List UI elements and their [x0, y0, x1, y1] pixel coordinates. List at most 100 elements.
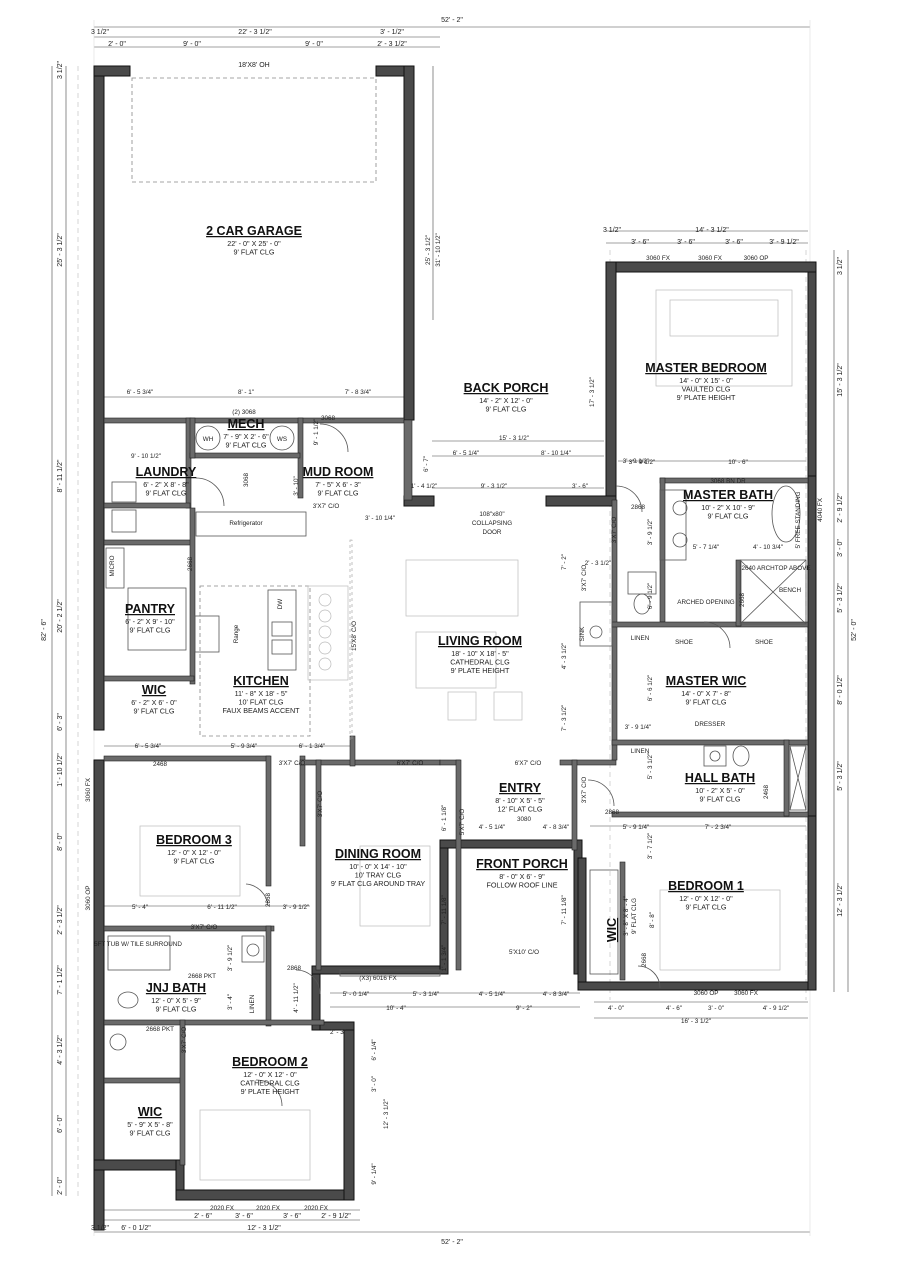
room-spec-laundry-0: 6' - 2" X 8' - 8" [143, 480, 189, 489]
dim-left-9: 4' - 3 1/2" [57, 1035, 64, 1065]
label-d8: 5' - 3 1/4" [413, 991, 440, 998]
room-spec-mud-room-0: 7' - 5" X 6' - 3" [315, 480, 361, 489]
label-co3x7f: 3'X7' C/O [191, 924, 218, 931]
label-mb-3068: 3068 BN DR [710, 478, 746, 485]
dim-right-1: 15' - 3 1/2" [837, 363, 844, 397]
room-name-wic-bed2: WIC [138, 1105, 162, 1119]
label-d17: 16' - 3 1/2" [681, 1018, 711, 1025]
room-spec-bedroom-3-1: 9' FLAT CLG [173, 857, 214, 866]
room-name-mech: MECH [228, 417, 265, 431]
label-co-3x7a: 3'X7' C/O [279, 760, 306, 767]
label-2668pkt2: 2668 PKT [146, 1026, 174, 1033]
dim-left-3: 20' - 2 1/2" [57, 599, 64, 633]
label-2468b: 2468 [763, 785, 770, 800]
label-d34: 1' - 1 3/4" [441, 945, 448, 972]
label-d59: 3068 [243, 473, 250, 488]
label-co-6x7a: 6'X7' C/O [397, 760, 424, 767]
label-2020a: 2020 FX [210, 1205, 235, 1212]
label-d3: 6' - 5 3/4" [135, 743, 162, 750]
dim-bottom-a: 3 1/2" [91, 1225, 110, 1232]
label-collapsing2: COLLAPSING [472, 520, 512, 527]
label-2468a: 2468 [153, 761, 168, 768]
room-name-mud-room: MUD ROOM [303, 465, 374, 479]
label-laundry-dim: 9' - 10 1/2" [131, 453, 161, 460]
label-porch-d: 9' - 3 1/2" [481, 483, 508, 490]
label-co3x7g: 3'X7' C/O [181, 1027, 188, 1054]
dim-bottom-c: 12' - 3 1/2" [247, 1225, 281, 1232]
label-porch-a: 6' - 5 1/4" [453, 450, 480, 457]
dim-left-6: 8' - 0" [57, 833, 64, 851]
label-micro: MICRO [109, 555, 116, 576]
room-spec-wic-bed2-0: 5' - 9" X 5' - 8" [127, 1120, 173, 1129]
label-porch-e: 3' - 6" [572, 483, 588, 490]
label-3060fx: 3060 FX [85, 777, 92, 802]
label-d26: 4' - 3 1/2" [561, 643, 568, 670]
dim-left-1: 25' - 3 1/2" [57, 233, 64, 267]
room-name-entry: ENTRY [499, 781, 542, 795]
master-top-dimension-text: 14' - 3 1/2" 3 1/2" 3' - 6" 3' - 6" 3' -… [603, 227, 799, 246]
room-spec-bedroom-3-0: 12' - 0" X 12' - 0" [167, 848, 221, 857]
dim-right-5: 8' - 0 1/2" [837, 675, 844, 705]
label-d35: 4' - 11 1/2" [293, 983, 300, 1013]
room-spec-dining-room-1: 10' TRAY CLG [355, 871, 402, 880]
label-co3x7h: 3'X7' C/O [581, 565, 588, 592]
dim-right-7: 12' - 3 1/2" [837, 883, 844, 917]
room-name-master-bath: MASTER BATH [683, 488, 773, 502]
label-d58: 3' - 9 1/2" [623, 458, 650, 465]
wic-bed1-ceiling: 9' FLAT CLG [631, 898, 638, 934]
dim-top-a: 3 1/2" [91, 29, 110, 36]
room-spec-kitchen-2: FAUX BEAMS ACCENT [222, 706, 300, 715]
dim-left-4: 6' - 3" [57, 713, 64, 731]
exterior-walls [93, 65, 817, 1231]
room-spec-laundry-1: 9' FLAT CLG [145, 489, 186, 498]
label-co3x7d: 3'X7' C/O [317, 791, 324, 818]
label-d32: 7' - 11 1/8" [441, 895, 448, 925]
label-porch-w: 15' - 3 1/2" [499, 435, 529, 442]
room-spec-dining-room-2: 9' FLAT CLG AROUND TRAY [331, 879, 426, 888]
room-spec-front-porch-1: FOLLOW ROOF LINE [486, 881, 557, 890]
room-spec-hall-bath-0: 10' - 2" X 5' - 0" [695, 786, 745, 795]
room-spec-dining-room-0: 10' - 0" X 14' - 10" [349, 862, 407, 871]
label-linen2: LINEN [631, 748, 650, 755]
label-d5: 6' - 11 1/2" [207, 904, 237, 911]
label-d23: 5' - 7 1/4" [693, 544, 720, 551]
room-spec-living-room-2: 9' PLATE HEIGHT [451, 666, 510, 675]
label-d52: 3' - 7 1/2" [647, 833, 654, 860]
wic-bed1-specs: 3' - 8" X 8' - 4" 9' FLAT CLG [623, 896, 638, 936]
label-d25: 2' - 3 1/2" [585, 560, 612, 567]
label-collapsing: 108"x80" [479, 511, 504, 518]
label-d46: 3' - 10" [293, 476, 300, 496]
label-d4: 5' - 4" [132, 904, 148, 911]
label-arch: 2640 ARCHTOP ABOVE [741, 565, 810, 572]
label-5x10: 5'X10' C/O [509, 949, 539, 956]
label-d12: 9' - 2" [516, 1005, 532, 1012]
label-fridge: Refrigerator [229, 520, 262, 527]
room-name-laundry: LAUNDRY [136, 465, 197, 479]
dim-top-d: 2' - 0" [108, 41, 126, 48]
label-d9: 4' - 5 1/4" [479, 991, 506, 998]
label-d50: 6' - 6 1/2" [647, 675, 654, 702]
label-d22: 3' - 9 1/2" [629, 459, 656, 466]
dim-master-a: 3 1/2" [603, 227, 622, 234]
label-d13: 4' - 0" [608, 1005, 624, 1012]
room-name-bedroom-3: BEDROOM 3 [156, 833, 232, 847]
room-spec-master-bedroom-1: VAULTED CLG [682, 385, 731, 394]
room-spec-living-room-0: 18' - 10" X 18' - 5" [451, 649, 509, 658]
label-linen1: LINEN [631, 635, 650, 642]
label-2668a: 2668 [739, 593, 746, 608]
room-spec-wic-pantry-0: 6' - 2" X 6' - 0" [131, 698, 177, 707]
dim-master-c: 3' - 6" [677, 239, 695, 246]
label-6016: (X3) 6016 FX [359, 975, 397, 982]
room-spec-bedroom-1-0: 12' - 0" X 12' - 0" [679, 894, 733, 903]
room-spec-mech-0: 7' - 9" X 2' - 6" [223, 432, 269, 441]
label-ws: WS [277, 436, 287, 443]
label-mech-doors: (2) 3068 [232, 409, 256, 416]
label-d36: 2' - 3" [330, 1029, 346, 1036]
room-spec-master-wic-0: 14' - 0" X 7' - 8" [681, 689, 731, 698]
bottom-dimension-text: 52' - 2" 3 1/2" 6' - 0 1/2" 12' - 3 1/2"… [91, 1213, 463, 1246]
label-w3060b: 3060 FX [698, 255, 723, 262]
room-spec-master-wic-1: 9' FLAT CLG [685, 698, 726, 707]
room-spec-master-bath-1: 9' FLAT CLG [707, 512, 748, 521]
room-name-kitchen: KITCHEN [233, 674, 289, 688]
